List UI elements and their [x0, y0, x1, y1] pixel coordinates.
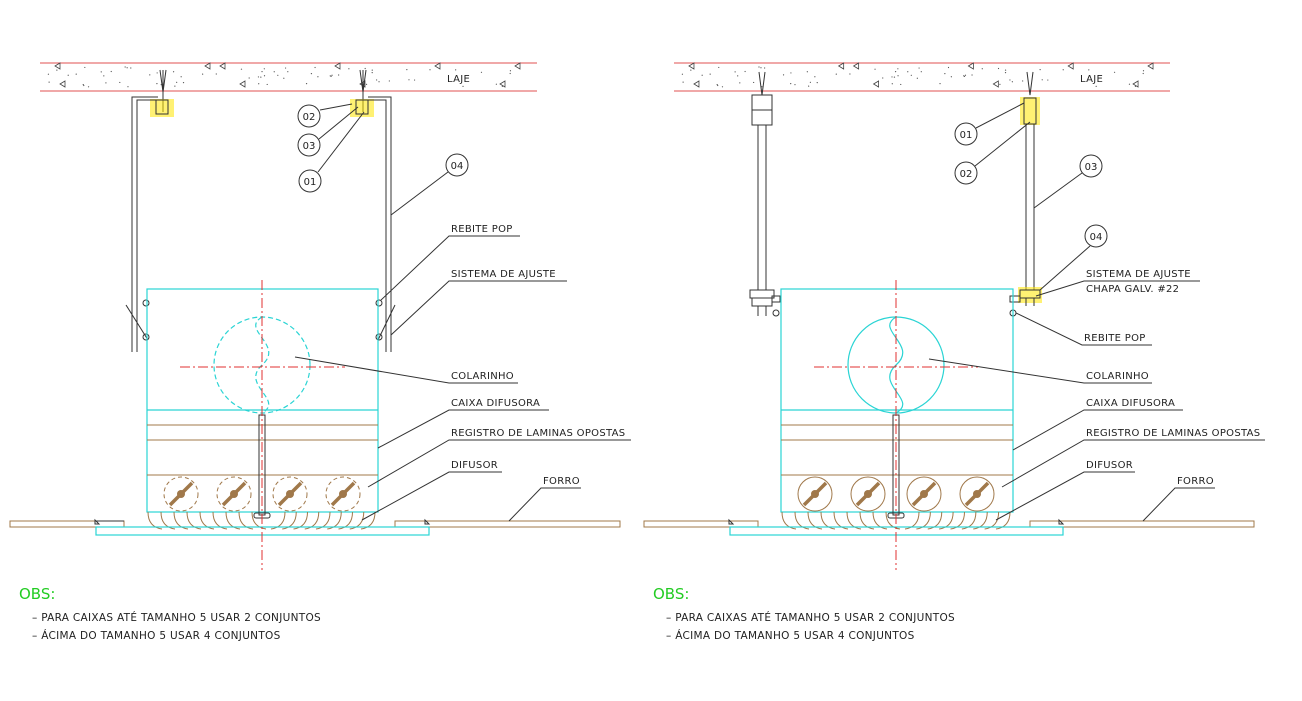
- blades-left: [163, 476, 361, 512]
- svg-text:REBITE POP: REBITE POP: [1084, 333, 1146, 344]
- svg-text:01: 01: [304, 177, 317, 188]
- label-rebite-right: REBITE POP: [1015, 312, 1152, 346]
- blades-right: [797, 476, 995, 512]
- slab-right: [674, 62, 1170, 92]
- label-registro-right: REGISTRO DE LAMINAS OPOSTAS: [1001, 428, 1265, 488]
- svg-text:REBITE POP: REBITE POP: [451, 224, 513, 235]
- slab-label-right: LAJE: [1080, 74, 1103, 85]
- label-difusor-right: DIFUSOR: [995, 460, 1135, 521]
- rivets-left: [142, 299, 383, 341]
- callout-02-left: 02: [297, 103, 353, 128]
- diffuser-arcs-left: [147, 511, 376, 530]
- svg-text:REGISTRO DE LAMINAS OPOSTAS: REGISTRO DE LAMINAS OPOSTAS: [1086, 428, 1260, 439]
- diffuser-arcs-right: [781, 511, 1011, 530]
- svg-text:02: 02: [960, 169, 973, 180]
- label-caixa-left: CAIXA DIFUSORA: [377, 398, 549, 449]
- hanger-left-2: [363, 96, 392, 352]
- svg-text:SISTEMA DE AJUSTE: SISTEMA DE AJUSTE: [451, 269, 556, 280]
- threaded-rod-right-2: [1009, 71, 1042, 317]
- ceiling-left: [9, 518, 621, 536]
- adjust-highlight: [1018, 287, 1042, 303]
- anchor-left-1: [150, 69, 174, 117]
- slab-texture-right: [681, 62, 1154, 88]
- anchor-left-2: [350, 69, 374, 117]
- diffuser-box-right: [780, 288, 1014, 513]
- label-ajuste-right: SISTEMA DE AJUSTE CHAPA GALV. #22: [1035, 269, 1200, 297]
- svg-text:CAIXA DIFUSORA: CAIXA DIFUSORA: [1086, 398, 1175, 409]
- note-2-left: – ÁCIMA DO TAMANHO 5 USAR 4 CONJUNTOS: [32, 629, 281, 642]
- note-1-right: – PARA CAIXAS ATÉ TAMANHO 5 USAR 2 CONJU…: [666, 611, 955, 624]
- svg-text:FORRO: FORRO: [1177, 476, 1214, 487]
- slab-label-left: LAJE: [447, 74, 470, 85]
- label-forro-right: FORRO: [1142, 476, 1215, 522]
- label-colarinho-left: COLARINHO: [294, 356, 518, 384]
- right-detail: LAJE: [643, 62, 1265, 642]
- threaded-rod-right-1: [749, 71, 781, 317]
- slab-left: [40, 62, 537, 92]
- svg-text:02: 02: [303, 112, 316, 123]
- svg-text:DIFUSOR: DIFUSOR: [451, 460, 498, 471]
- svg-text:COLARINHO: COLARINHO: [451, 371, 514, 382]
- label-ajuste-left: SISTEMA DE AJUSTE: [390, 269, 567, 336]
- svg-text:04: 04: [1090, 232, 1103, 243]
- svg-text:03: 03: [303, 141, 316, 152]
- callout-01-right: 01: [954, 102, 1025, 146]
- label-chapa-right: CHAPA GALV. #22: [1086, 284, 1179, 295]
- note-2-right: – ÁCIMA DO TAMANHO 5 USAR 4 CONJUNTOS: [666, 629, 915, 642]
- hanger-left-1: [131, 96, 163, 352]
- label-forro-left: FORRO: [508, 476, 581, 522]
- callout-04-left: 04: [390, 153, 469, 216]
- svg-text:DIFUSOR: DIFUSOR: [1086, 460, 1133, 471]
- callout-04-right: 04: [1039, 224, 1108, 291]
- svg-text:FORRO: FORRO: [543, 476, 580, 487]
- label-difusor-left: DIFUSOR: [361, 460, 502, 521]
- obs-title-left: OBS:: [19, 585, 55, 603]
- callout-03-left: 03: [297, 106, 359, 157]
- callout-03-right: 03: [1033, 154, 1103, 209]
- left-detail: LAJE: [9, 62, 631, 642]
- callout-01-left: 01: [298, 111, 365, 193]
- svg-text:01: 01: [960, 130, 973, 141]
- obs-title-right: OBS:: [653, 585, 689, 603]
- label-colarinho-right: COLARINHO: [928, 358, 1152, 384]
- svg-text:COLARINHO: COLARINHO: [1086, 371, 1149, 382]
- label-registro-left: REGISTRO DE LAMINAS OPOSTAS: [367, 428, 631, 488]
- ceiling-right: [643, 518, 1255, 536]
- svg-text:03: 03: [1085, 162, 1098, 173]
- anchor-highlight: [1020, 97, 1040, 125]
- callout-02-right: 02: [954, 121, 1031, 185]
- svg-text:REGISTRO DE LAMINAS OPOSTAS: REGISTRO DE LAMINAS OPOSTAS: [451, 428, 625, 439]
- svg-text:04: 04: [451, 161, 464, 172]
- damper-right: [781, 424, 1013, 476]
- note-1-left: – PARA CAIXAS ATÉ TAMANHO 5 USAR 2 CONJU…: [32, 611, 321, 624]
- label-rebite-left: REBITE POP: [380, 224, 520, 301]
- label-caixa-right: CAIXA DIFUSORA: [1012, 398, 1183, 451]
- svg-text:CAIXA DIFUSORA: CAIXA DIFUSORA: [451, 398, 540, 409]
- svg-text:SISTEMA DE AJUSTE: SISTEMA DE AJUSTE: [1086, 269, 1191, 280]
